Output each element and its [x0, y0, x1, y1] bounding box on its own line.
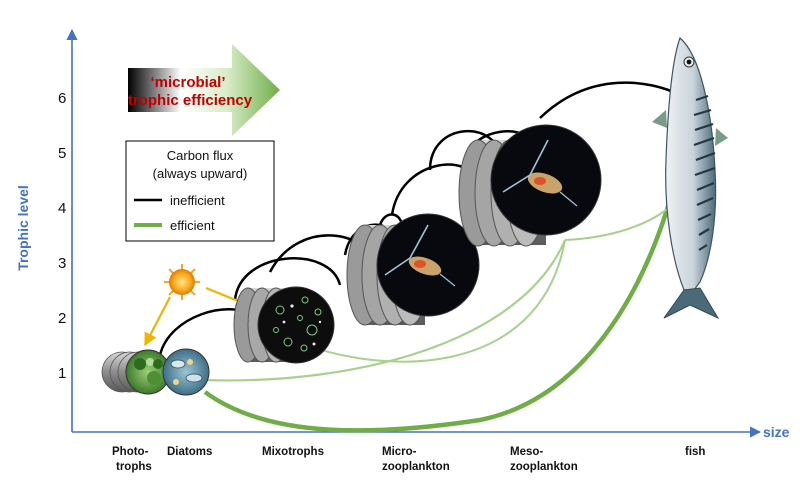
microzooplankton-cylinder — [346, 213, 480, 326]
y-tick-2: 2 — [58, 310, 66, 327]
fish-icon — [652, 36, 728, 320]
legend-inefficient: inefficient — [170, 193, 225, 208]
legend-title-2: (always upward) — [153, 166, 248, 181]
sun-icon — [164, 264, 200, 300]
trophic-efficiency-banner: ‘microbial’ trophic efficiency — [128, 44, 280, 136]
flux-diatoms-to-meso — [204, 239, 567, 382]
y-tick-1: 1 — [58, 365, 66, 382]
phytoplankton-icon — [101, 349, 171, 395]
label-micro-2: zooplankton — [382, 461, 450, 473]
label-micro-1: Micro- — [382, 446, 417, 458]
legend-title-1: Carbon flux — [167, 148, 234, 163]
flux-efficient-diatoms-to-fish — [203, 199, 673, 433]
legend-efficient: efficient — [170, 218, 215, 233]
copepod-icon — [384, 224, 456, 287]
y-axis-title: Trophic level — [15, 185, 31, 271]
y-tick-4: 4 — [58, 200, 66, 217]
label-mixotrophs: Mixotrophs — [262, 446, 324, 458]
banner-line1: ‘microbial’ — [150, 74, 225, 91]
banner-arrow — [128, 44, 280, 136]
arc-mixo-1 — [233, 257, 342, 301]
copepod-icon — [502, 139, 578, 207]
label-fish: fish — [685, 446, 705, 458]
flux-meso-to-fish — [564, 204, 673, 241]
y-tick-5: 5 — [58, 145, 66, 162]
label-phototrophs-2: trophs — [116, 461, 152, 473]
label-meso-2: zooplankton — [510, 461, 578, 473]
y-tick-3: 3 — [58, 255, 66, 272]
label-diatoms: Diatoms — [167, 446, 212, 458]
legend: Carbon flux (always upward) inefficient … — [125, 140, 275, 242]
x-axis-title: size — [763, 424, 790, 440]
label-meso-1: Meso- — [510, 446, 543, 458]
sun-arrow-to-phototrophs — [144, 296, 171, 347]
mesozooplankton-cylinder — [458, 124, 602, 247]
y-tick-6: 6 — [58, 90, 66, 107]
label-phototrophs-1: Photo- — [112, 446, 149, 458]
diatom-icon — [162, 348, 210, 396]
arc-meso-to-fish — [539, 81, 681, 119]
banner-line2: trophic efficiency — [128, 92, 253, 109]
mixotrophs-cylinder — [233, 286, 335, 364]
